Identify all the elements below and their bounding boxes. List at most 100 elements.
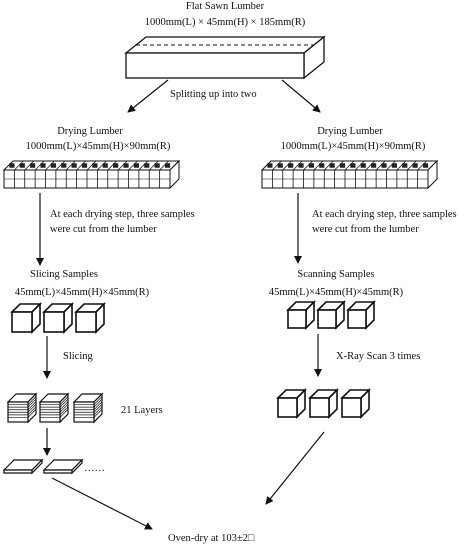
scanned-cube-3-front (341, 397, 362, 418)
left-board-segment-top-line (14, 160, 24, 171)
left-board-cut-mark (123, 163, 129, 168)
right-cut-note: At each drying step, three samples were … (312, 207, 474, 237)
layered-stack-1-layer-side-line (27, 406, 37, 416)
scanning-sample-cubes (286, 300, 376, 330)
right-board-cut-mark (298, 163, 304, 168)
left-board-segment-top-line (138, 160, 149, 171)
right-board-segment-top-line (344, 160, 355, 171)
layered-stack-1-layer-side-line (27, 398, 37, 408)
right-board-segment-top-line (355, 160, 365, 171)
right-drying-dims: 1000mm(L)×45mm(H)×90mm(R) (280, 141, 426, 152)
left-board-cut-mark (71, 163, 77, 168)
flat-sawn-lumber-board (124, 35, 326, 80)
right-board-segment-top-line (303, 160, 313, 171)
layered-stack-1-layer-side-line (27, 404, 37, 413)
slicing-cube-1-front (11, 311, 33, 333)
right-board-cut-mark (360, 163, 366, 168)
oven-dry-label: Oven-dry at 103±2□ (168, 533, 255, 544)
slicing-samples-dims: 45mm(L)×45mm(H)×45mm(R) (14, 287, 150, 298)
slicing-label: Slicing (63, 351, 93, 362)
split-arrow-right (281, 79, 321, 113)
thin-slices (2, 458, 84, 475)
left-board-segment-top-line (117, 160, 128, 171)
layered-stack-3-layer-side-line (93, 404, 103, 413)
drying-lumber-board-right (260, 159, 439, 190)
layers-label: 21 Layers (121, 405, 163, 416)
left-cut-note-line2: were cut from the lumber (50, 224, 157, 235)
final-arrow-right (265, 431, 325, 505)
final-arrow-left (51, 477, 153, 530)
scanning-samples-dims: 45mm(L)×45mm(H)×45mm(R) (268, 287, 404, 298)
right-board-segment-top-line (365, 160, 376, 171)
flat-sawn-lumber-dims: 1000mm(L) × 45mm(H) × 185mm(R) (144, 17, 306, 28)
right-board-segment-top-line (323, 160, 334, 171)
left-drying-dims: 1000mm(L)×45mm(H)×90mm(R) (25, 141, 171, 152)
right-board-cut-mark (371, 163, 377, 168)
right-board-segment-top-line (292, 160, 303, 171)
right-drying-title: Drying Lumber (317, 126, 383, 137)
scanned-sample-cubes (276, 388, 371, 419)
left-board-segment-top-line (107, 160, 118, 171)
layered-stack-2-layer-side-line (59, 398, 69, 408)
left-board-segment-top-line (86, 160, 97, 171)
flat-sawn-lumber-title: Flat Sawn Lumber (185, 1, 265, 12)
right-board-cut-mark (277, 163, 283, 168)
right-board-cut-mark (402, 163, 408, 168)
left-board-cut-mark (102, 163, 108, 168)
scanned-cube-2-front (309, 397, 330, 418)
layered-stack-3-layer-side-line (93, 401, 103, 410)
right-board-cut-mark (308, 163, 314, 168)
left-cut-note: At each drying step, three samples were … (50, 207, 262, 237)
scanning-cube-2-front (317, 309, 337, 329)
right-board-segment-top-line (386, 160, 396, 171)
left-board-cut-mark (154, 163, 160, 168)
layered-stack-1-layer-side-line (27, 401, 37, 410)
left-board-cut-mark (133, 163, 139, 168)
left-board-cut-mark (81, 163, 88, 168)
right-board-cut-mark (339, 163, 346, 168)
layered-stack-2-layer-side-line (59, 396, 69, 405)
left-board-segment-top-line (24, 160, 35, 171)
left-cut-note-line1: At each drying step, three samples (50, 207, 262, 222)
layered-stack-3-layer-side-line (93, 396, 103, 405)
layered-stack-1-layer-side-line (27, 409, 37, 418)
scanning-samples-title: Scanning Samples (297, 269, 375, 280)
right-cut-note-line1: At each drying step, three samples (312, 209, 457, 220)
left-board-cut-mark (50, 163, 56, 168)
scanning-cube-1-front (287, 309, 307, 329)
left-board-cut-mark (40, 163, 46, 168)
right-board-cut-mark (412, 163, 418, 168)
layered-stack-2-layer-side-line (59, 406, 69, 416)
right-board-segment-top-line (334, 160, 344, 171)
left-drying-title: Drying Lumber (57, 126, 123, 137)
more-slices-ellipsis: …… (84, 463, 105, 474)
left-board-cut-mark (61, 163, 67, 168)
left-board-cut-mark (113, 163, 119, 168)
left-cut-note-text1: At each drying step, three samples (50, 209, 195, 220)
slicing-sample-cubes (10, 302, 106, 334)
left-board-cut-mark (164, 163, 171, 168)
right-board-segment-top-line (282, 160, 293, 171)
slicing-cube-2-front (43, 311, 65, 333)
left-board-segment-top-line (45, 160, 55, 171)
right-board-cut-mark (329, 163, 335, 168)
xray-label: X-Ray Scan 3 times (336, 351, 421, 362)
left-board-segment-top-line (148, 160, 159, 171)
right-board-cut-mark (391, 163, 397, 168)
right-board-cut-mark (319, 163, 325, 168)
layered-stack-3-layer-side-line (93, 409, 103, 418)
right-board-segment-top-line (417, 160, 427, 171)
slicing-cube-3-front (75, 311, 97, 333)
scanning-cube-3-front (347, 309, 367, 329)
right-board-segment-top-line (396, 160, 407, 171)
right-board-segment-top-line (313, 160, 324, 171)
layered-stack-1-layer-side-line (27, 396, 37, 405)
left-board-cut-mark (9, 163, 15, 168)
right-board-cut-mark (422, 163, 429, 168)
split-label: Splitting up into two (170, 89, 257, 100)
left-board-segment-top-line (128, 160, 138, 171)
left-board-cut-mark (19, 163, 25, 168)
left-board-cut-mark (92, 163, 98, 168)
drying-lumber-board-left (2, 159, 181, 190)
